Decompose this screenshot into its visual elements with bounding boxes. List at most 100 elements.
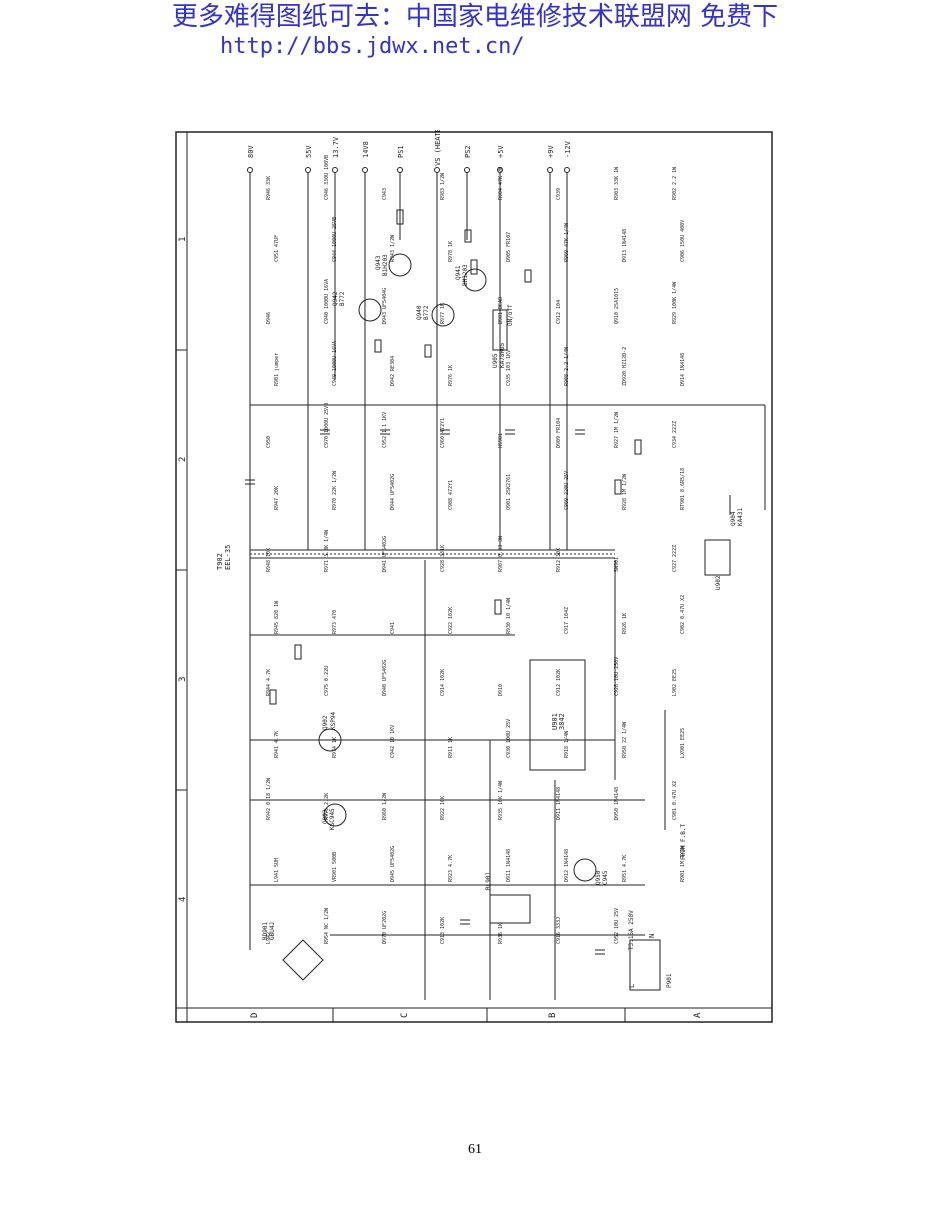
t902-ref: T902 (216, 553, 224, 570)
grid-col-1: 1 (178, 237, 188, 242)
component-label: C909 220U 25V (564, 471, 570, 510)
component-label: C944 1000U 25VB (332, 217, 338, 262)
component-label: R904 47K 2W (498, 166, 504, 200)
component-label: R971 3.3K 1/4W (324, 529, 330, 572)
q941-ref: Q941 (455, 265, 462, 280)
component-label: D943 UF5404G (382, 288, 388, 324)
bd901-symbol (282, 939, 324, 981)
component-label: R901 jumper (274, 353, 280, 386)
component-label: R930 10 1/4W (506, 597, 512, 634)
component-label: D945 UF5402G (390, 846, 396, 882)
u901-type: 3842 (558, 713, 566, 730)
component-label: D912 1N4148 (564, 849, 570, 882)
component-label: D970 UF202G (382, 911, 388, 944)
q940-symbol (431, 303, 455, 327)
component-label: C908 472Y1 (448, 480, 454, 510)
component-label: R978 1K (448, 241, 454, 262)
u902-ref: U902 (715, 575, 722, 590)
component-label: C926 10U 250V (614, 657, 620, 696)
component-label: R960 1/2W (382, 792, 388, 820)
component-label: D950 1N4148 (614, 787, 620, 820)
component-label: C975 0.22U (324, 666, 330, 696)
component-label: R945 820 1W (274, 600, 280, 634)
rail-label-9v: +9V (547, 145, 555, 158)
rail-terminals (247, 167, 570, 173)
component-label: C949 1000U 16VA (332, 341, 338, 386)
q942-type: B772 (339, 291, 346, 306)
component-label: C902 0.47U X2 (680, 595, 686, 634)
t902-type: EEL-35 (224, 545, 232, 570)
component-label: R947 20K (274, 486, 280, 510)
q942-symbol (358, 298, 382, 322)
component-label: R928 1M 1/2W (622, 473, 628, 510)
component-label: R926 1K (622, 613, 628, 634)
bd901-ref: BD901 (262, 922, 269, 940)
component-label: R946 33K (266, 176, 272, 200)
component-label: C951 47UF (274, 235, 280, 262)
component-label: L941 5UH (274, 858, 280, 882)
component-label: D940 UF5402G (382, 660, 388, 696)
component-label: C934 222Z (672, 421, 678, 448)
rail-label-80v: 80V (247, 145, 255, 158)
component-label: C970 1000U 25VB (324, 403, 330, 448)
component-label: R908 2.2 1/4W (564, 346, 570, 386)
u905-type: KA78R05 (499, 342, 506, 368)
grid-row-c: C (400, 1013, 410, 1018)
component-label: L902 EE25 (672, 669, 678, 696)
component-label: D942 RE304 (390, 356, 396, 386)
component-label: R927 1M 1/2W (614, 411, 620, 448)
component-label: C927 222Z (672, 545, 678, 572)
component-label: R977 1K (440, 303, 446, 324)
component-label: R974 1K (332, 737, 338, 758)
q903-ref: Q903 (322, 809, 329, 824)
component-label: SW901 (614, 557, 620, 572)
component-label: C941 (390, 622, 396, 634)
component-label: C930 100U 25V (506, 719, 512, 758)
component-label: R975 2.2K (324, 793, 330, 820)
output-rails (249, 170, 765, 950)
component-label: R903 33K 1W (614, 166, 620, 200)
component-label: C952 1.1 1KV (382, 412, 388, 448)
component-label: D909 FR104 (556, 418, 562, 448)
q942-ref: Q942 (332, 291, 339, 306)
component-label: R950 22 1/4W (622, 721, 628, 758)
component-label: D905 FR107 (506, 232, 512, 262)
q950-ref: Q950 (595, 870, 602, 885)
component-label: R902 2.2 1W (672, 166, 678, 200)
grid-col-4: 4 (178, 897, 188, 902)
component-label: R951 4.7K (622, 855, 628, 882)
component-label: C913 102K (440, 917, 446, 944)
rail-label-vs-heater: VS (HEATER) (434, 130, 442, 166)
rail-label-neg12v: -12V (564, 140, 572, 158)
grid-row-a: A (693, 1012, 703, 1018)
q903-type: KSC945 (329, 808, 336, 830)
component-label: ZD920 HZ12D-2 (622, 347, 628, 386)
component-label: C950 (266, 436, 272, 448)
grid-row-d: D (250, 1013, 260, 1018)
grid-col-2: 2 (178, 457, 188, 462)
component-label: R922 10K (440, 796, 446, 820)
bd901-type: GBU4J (269, 922, 276, 940)
q940-ref: Q940 (416, 305, 423, 320)
p901-symbol (629, 939, 661, 991)
component-label: C914 102K (440, 669, 446, 696)
component-label: C922 102K (448, 607, 454, 634)
component-label: C906 150U 400V (680, 220, 686, 262)
schematic-drawing: D C B A 1 2 3 4 (175, 120, 773, 1023)
component-label: L942 (266, 932, 272, 944)
component-label: D944 UF5402G (390, 474, 396, 510)
q904-ref: Q904 (730, 511, 737, 526)
component-label: R943 1/2W (390, 234, 396, 262)
component-label: R909 47K 1/4W (564, 222, 570, 262)
fbt-note: FROM F.B.T (680, 823, 687, 860)
component-label: C939 (556, 188, 562, 200)
component-label: R907 0.33 3W (498, 535, 504, 572)
component-label: B901 BEAD (498, 297, 504, 324)
u905-ref: U905 (492, 353, 499, 368)
rail-label-ps2: PS2 (464, 145, 472, 158)
component-label: R923 4.7K (448, 855, 454, 882)
component-label: R929 100K 1/4W (672, 281, 678, 324)
component-label: C942 10 1KV (390, 725, 396, 758)
grid-row-b: B (548, 1013, 558, 1018)
f901-rating: T3.15A 250V (628, 910, 635, 950)
